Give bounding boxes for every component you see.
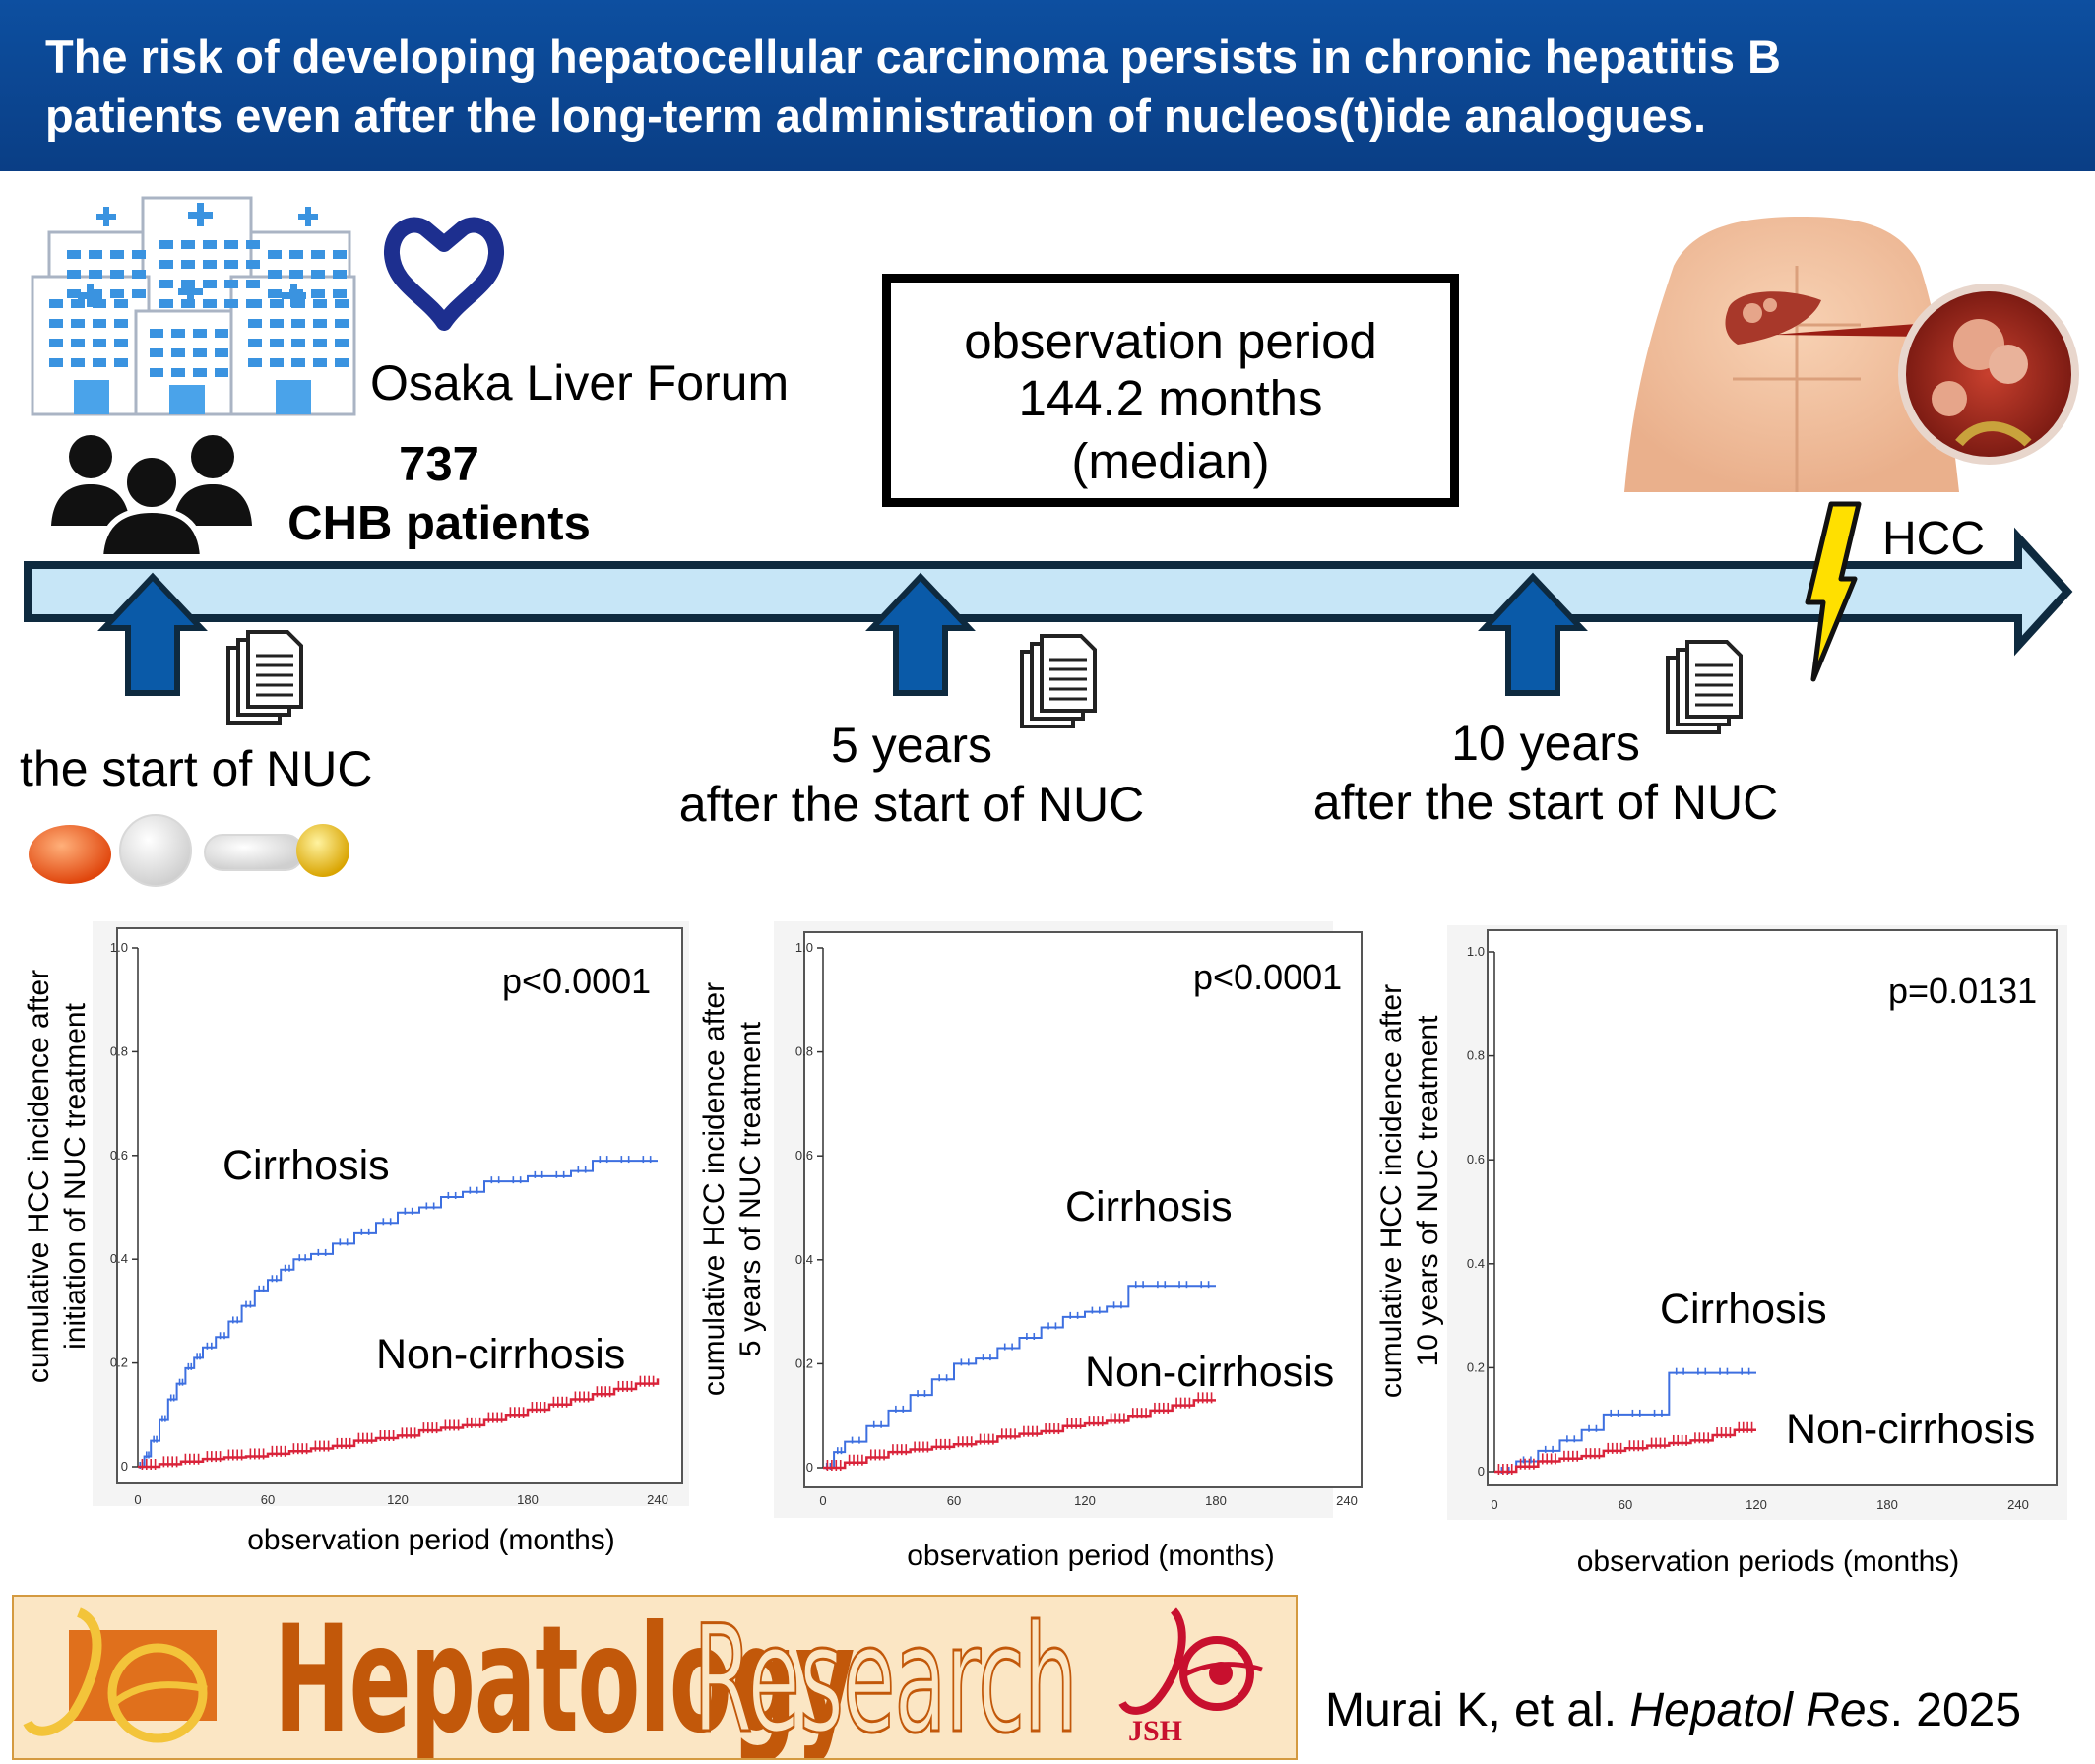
series-line-non-cirrhosis [138, 1378, 660, 1469]
x-tick-label: 180 [1205, 1493, 1227, 1508]
document-icon-start [226, 630, 303, 724]
y-tick-label: 0.6 [1467, 1152, 1485, 1166]
observation-period-box: observation period 144.2 months (median) [882, 274, 1459, 507]
citation-year: . 2025 [1889, 1684, 2022, 1736]
ten-year-label-1: 10 years [1451, 716, 1640, 771]
x-tick-label: 0 [819, 1493, 826, 1508]
liver-tumor-illustration [1624, 217, 2079, 492]
chart2-legend-non-cirrhosis: Non-cirrhosis [1085, 1349, 1335, 1396]
title-line-1: The risk of developing hepatocellular ca… [45, 31, 1781, 83]
x-tick-label: 120 [1746, 1497, 1767, 1512]
citation-authors: Murai K, et al. [1325, 1684, 1630, 1736]
x-tick-label: 180 [517, 1492, 539, 1507]
title-banner: The risk of developing hepatocellular ca… [0, 0, 2095, 171]
y-tick-label: 1.0 [1467, 944, 1485, 959]
forum-name: Osaka Liver Forum [370, 355, 790, 410]
chart3-legend-non-cirrhosis: Non-cirrhosis [1786, 1406, 2036, 1453]
chart1-legend-cirrhosis: Cirrhosis [222, 1142, 390, 1189]
chart-plot-area-10-years [1487, 929, 2058, 1486]
chart-plot-area-5-years [803, 931, 1363, 1488]
chart3-legend-cirrhosis: Cirrhosis [1660, 1286, 1827, 1333]
five-year-label-1: 5 years [831, 718, 992, 773]
chart3-x-axis-label: observation periods (months) [1576, 1545, 1960, 1578]
y-tick-label: 0.4 [110, 1251, 128, 1266]
x-tick-label: 240 [1336, 1493, 1358, 1508]
chart2-legend-cirrhosis: Cirrhosis [1065, 1183, 1233, 1230]
patient-label: CHB patients [287, 497, 591, 550]
y-tick-label: 0.8 [1467, 1048, 1485, 1063]
observation-line-3: (median) [1071, 433, 1270, 489]
chart2-x-axis-label: observation period (months) [907, 1540, 1275, 1572]
x-tick-label: 120 [1074, 1493, 1096, 1508]
y-tick-label: 0.4 [1467, 1256, 1485, 1271]
hospital-buildings-icon [31, 196, 356, 416]
y-tick-label: 0.6 [795, 1148, 813, 1163]
y-tick-label: 0 [1478, 1464, 1485, 1479]
five-year-label-2: after the start of NUC [678, 777, 1145, 832]
x-tick-label: 240 [647, 1492, 668, 1507]
patient-count: 737 [399, 438, 479, 491]
citation-journal: Hepatol Res [1629, 1684, 1890, 1736]
series-line-non-cirrhosis [823, 1399, 1216, 1470]
five-year-arrow-icon [865, 572, 976, 696]
observation-line-2: 144.2 months [1018, 370, 1323, 426]
series-line-cirrhosis [138, 1160, 658, 1468]
x-tick-label: 60 [1619, 1497, 1632, 1512]
series-line-cirrhosis [1494, 1371, 1756, 1473]
x-tick-label: 0 [1491, 1497, 1497, 1512]
x-tick-label: 240 [2007, 1497, 2029, 1512]
x-tick-label: 120 [387, 1492, 409, 1507]
y-tick-label: 0 [806, 1460, 813, 1475]
timeline-arrow [24, 527, 2073, 657]
chart1-p-value: p<0.0001 [502, 961, 652, 1001]
title-line-2: patients even after the long-term admini… [45, 90, 1707, 142]
lightning-bolt-icon [1805, 501, 1862, 682]
nuc-pills-icon [29, 814, 349, 887]
journal-banner: Hepatology Research JSH [12, 1595, 1298, 1760]
citation: Murai K, et al. Hepatol Res. 2025 [1325, 1683, 2021, 1737]
y-tick-label: 0.2 [1467, 1359, 1485, 1374]
y-tick-label: 0.2 [795, 1355, 813, 1370]
y-tick-label: 0.8 [110, 1043, 128, 1058]
chart2-p-value: p<0.0001 [1193, 957, 1343, 997]
osaka-university-logo [384, 217, 504, 331]
x-tick-label: 60 [261, 1492, 275, 1507]
chart1-legend-non-cirrhosis: Non-cirrhosis [376, 1331, 626, 1378]
y-tick-label: 0.8 [795, 1044, 813, 1059]
start-nuc-label: the start of NUC [20, 741, 373, 796]
document-icon-five-year [1020, 634, 1097, 728]
y-tick-label: 0.6 [110, 1148, 128, 1163]
y-tick-label: 1.0 [110, 940, 128, 955]
journal-word-research: Research [692, 1595, 1079, 1760]
observation-line-1: observation period [964, 313, 1377, 369]
ten-year-label-2: after the start of NUC [1312, 775, 1779, 830]
series-line-non-cirrhosis [1494, 1428, 1756, 1474]
chart1-x-axis-label: observation period (months) [247, 1524, 615, 1556]
x-tick-label: 0 [134, 1492, 141, 1507]
y-tick-label: 0 [121, 1459, 128, 1474]
jsh-logo-right [1118, 1607, 1263, 1715]
hcc-event-label: HCC [1882, 513, 1985, 565]
journal-word-hepatology: Hepatology [274, 1595, 855, 1760]
document-icon-ten-year [1666, 640, 1743, 734]
jsh-logo-left [23, 1607, 217, 1743]
x-tick-label: 60 [947, 1493, 961, 1508]
y-tick-label: 0.2 [110, 1355, 128, 1370]
chart3-p-value: p=0.0131 [1888, 971, 2038, 1011]
y-tick-label: 0.4 [795, 1252, 813, 1267]
y-tick-label: 1.0 [795, 940, 813, 955]
x-tick-label: 180 [1876, 1497, 1898, 1512]
ten-year-arrow-icon [1478, 572, 1588, 696]
patients-people-icon [51, 435, 252, 560]
start-arrow-icon [97, 572, 208, 696]
jsh-society-label: JSH [1128, 1715, 1183, 1747]
